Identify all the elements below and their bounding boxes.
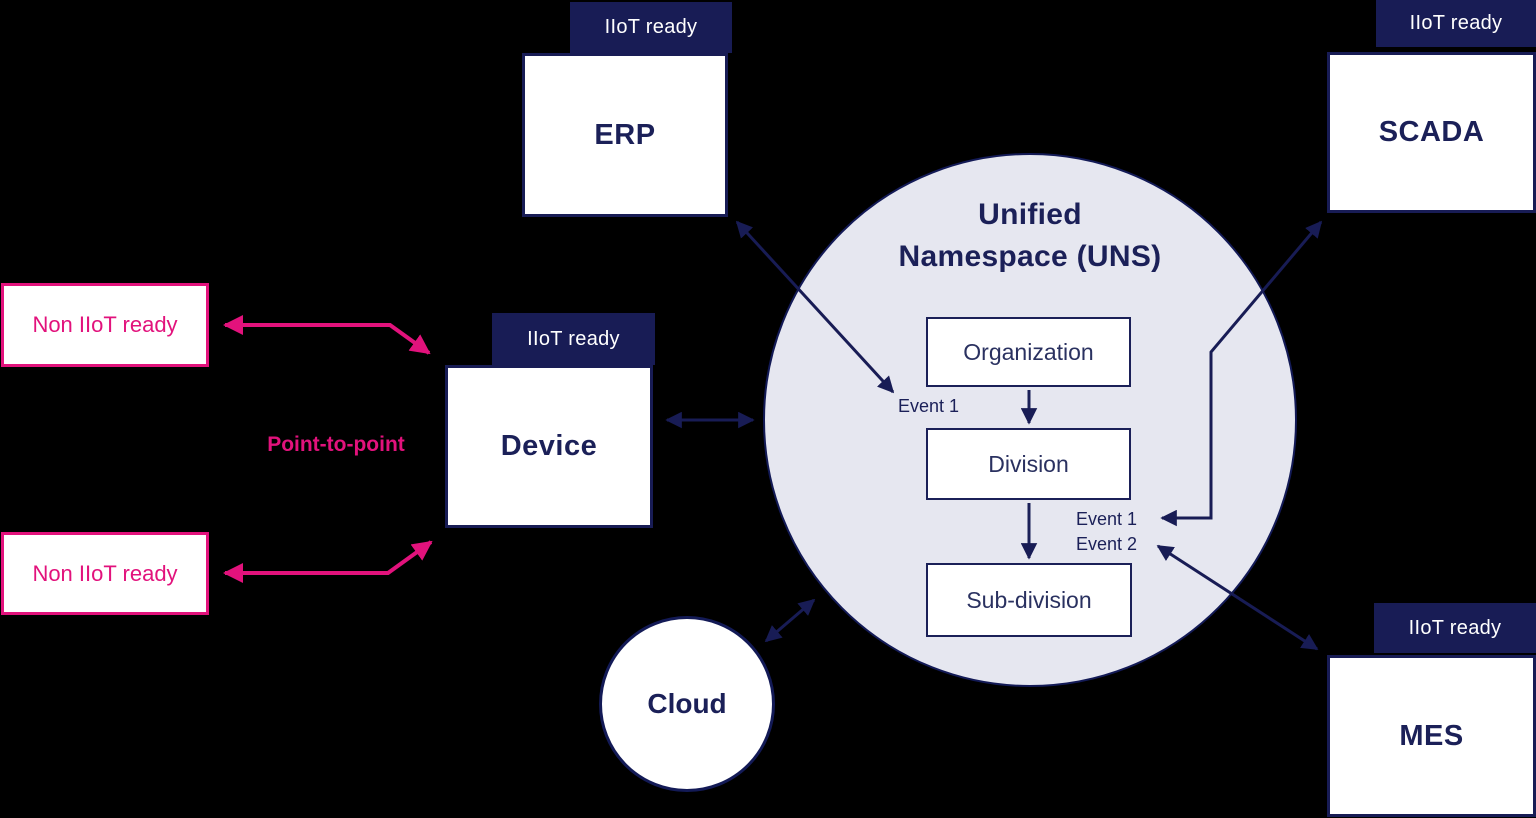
- non-iiot-ready-bottom-node: Non IIoT ready: [1, 532, 209, 615]
- scada-iiot-ready-badge: IIoT ready: [1376, 0, 1536, 47]
- division-box: Division: [926, 428, 1131, 500]
- arrow-noniiot-bottom-device: [223, 540, 433, 583]
- organization-box: Organization: [926, 317, 1131, 387]
- cloud-node: Cloud: [599, 616, 775, 792]
- scada-label: SCADA: [1378, 116, 1485, 148]
- point-to-point-label: Point-to-point: [267, 433, 405, 456]
- device-label: Device: [500, 430, 598, 462]
- scada-node: SCADA: [1327, 52, 1536, 213]
- cloud-label: Cloud: [647, 688, 727, 719]
- non-iiot-ready-bottom-label: Non IIoT ready: [32, 560, 178, 586]
- scada-badge-label: IIoT ready: [1409, 12, 1503, 34]
- subdivision-label: Sub-division: [966, 586, 1092, 613]
- erp-label: ERP: [594, 118, 656, 151]
- uns-title-line2: Namespace (UNS): [898, 240, 1162, 273]
- uns-title-line1: Unified: [978, 198, 1082, 231]
- device-iiot-ready-badge: IIoT ready: [492, 313, 655, 365]
- mes-iiot-ready-badge: IIoT ready: [1374, 603, 1536, 653]
- erp-node: ERP: [522, 53, 728, 217]
- non-iiot-ready-top-label: Non IIoT ready: [32, 312, 178, 337]
- erp-iiot-ready-badge: IIoT ready: [570, 2, 732, 53]
- mes-badge-label: IIoT ready: [1408, 616, 1502, 639]
- mes-label: MES: [1399, 719, 1464, 752]
- uns-title: Unified Namespace (UNS): [843, 194, 1217, 278]
- subdivision-box: Sub-division: [926, 563, 1132, 637]
- erp-badge-label: IIoT ready: [604, 16, 698, 38]
- device-node: Device: [445, 365, 653, 528]
- event2-right-label: Event 2: [1076, 534, 1138, 554]
- device-badge-label: IIoT ready: [527, 327, 620, 350]
- event1-left-label: Event 1: [898, 396, 960, 416]
- mes-node: MES: [1327, 655, 1536, 817]
- organization-label: Organization: [963, 338, 1094, 365]
- arrow-noniiot-top-device: [223, 315, 431, 355]
- non-iiot-ready-top-node: Non IIoT ready: [1, 283, 209, 367]
- event1-right-label: Event 1: [1076, 509, 1138, 529]
- division-label: Division: [988, 450, 1069, 477]
- arrow-cloud-uns: [764, 598, 816, 643]
